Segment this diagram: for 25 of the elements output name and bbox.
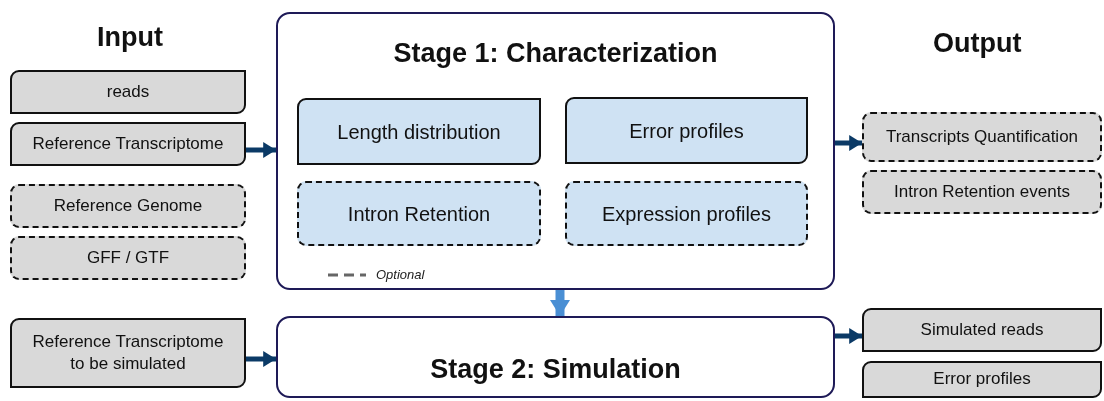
stage-panel [276, 316, 835, 398]
column-heading: Output [933, 28, 1022, 59]
arrow [835, 328, 862, 344]
input-box: Reference Genome [10, 184, 246, 228]
arrow [550, 290, 570, 316]
profile-box: Intron Retention [297, 181, 541, 246]
profile-box: Length distribution [297, 98, 541, 165]
input-box: GFF / GTF [10, 236, 246, 280]
input-box: Reference Transcriptome [10, 122, 246, 166]
output-box: Simulated reads [862, 308, 1102, 352]
arrow [246, 142, 276, 158]
stage-title: Stage 1: Characterization [393, 37, 718, 70]
input-box: reads [10, 70, 246, 114]
input-box: Reference Transcriptome to be simulated [10, 318, 246, 388]
arrow [246, 351, 276, 367]
output-box: Intron Retention events [862, 170, 1102, 214]
stage-panel [276, 12, 835, 290]
output-box: Error profiles [862, 361, 1102, 398]
column-heading: Input [97, 22, 163, 53]
profile-box: Error profiles [565, 97, 808, 164]
arrow [835, 135, 862, 151]
output-box: Transcripts Quantification [862, 112, 1102, 162]
stage-title: Stage 2: Simulation [430, 353, 681, 386]
legend-label: Optional [376, 267, 425, 282]
profile-box: Expression profiles [565, 181, 808, 246]
